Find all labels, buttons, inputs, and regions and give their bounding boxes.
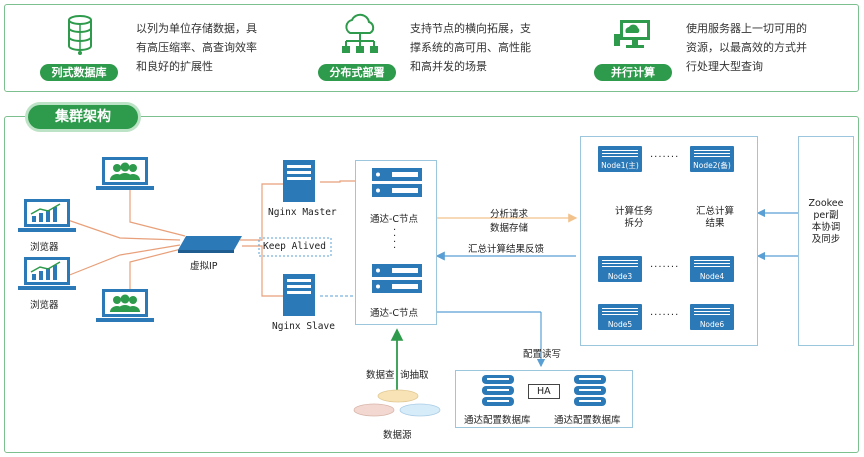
server-icon	[283, 160, 315, 202]
cluster-panel	[4, 116, 859, 453]
summary-line: 结果	[705, 218, 725, 229]
database-icon	[482, 375, 514, 406]
datasource-icon	[353, 389, 441, 417]
keep-alived-label: Keep Alived	[263, 241, 326, 252]
feature-desc-parallel: 使用服务器上一切可用的 资源，以最高效的方式并 行处理大型查询	[686, 19, 826, 76]
zookeeper-label: Zookee per副 本协调 及同步	[802, 198, 850, 246]
feature-label-columnar-db: 列式数据库	[40, 64, 118, 81]
vertical-dots: ····	[393, 225, 398, 254]
ha-label: HA	[528, 384, 560, 399]
config-rw-label: 配置读写	[523, 349, 562, 360]
task-split-label: 计算任务 拆分	[611, 206, 657, 230]
database-icon	[574, 375, 606, 406]
laptop-user-icon	[96, 157, 154, 190]
compute-node: Node3	[598, 256, 642, 282]
desc-line: 以列为单位存储数据，具	[136, 22, 257, 35]
desc-line: 行处理大型查询	[686, 60, 763, 73]
desc-line: 支持节点的横向拓展，支	[410, 22, 531, 35]
compute-node: Node5	[598, 304, 642, 330]
nginx-master-label: Nginx Master	[268, 207, 337, 218]
browser-chart-icon	[18, 199, 76, 232]
desc-line: 撑系统的高可用、高性能	[410, 41, 531, 54]
tongda-node-label-bottom: 通达-C节点	[370, 308, 419, 319]
task-split-line: 拆分	[624, 218, 644, 229]
server-icon	[283, 274, 315, 316]
browser-label-1: 浏览器	[30, 242, 59, 253]
desc-line: 和良好的扩展性	[136, 60, 213, 73]
desc-line: 使用服务器上一切可用的	[686, 22, 807, 35]
summary-line: 汇总计算	[695, 206, 734, 217]
laptop-user-icon	[96, 289, 154, 322]
browser-chart-icon	[18, 257, 76, 290]
virtual-ip-label: 虚拟IP	[190, 261, 218, 272]
zookeeper-line: per副	[813, 210, 839, 221]
nginx-slave-label: Nginx Slave	[272, 321, 335, 332]
compute-node: Node6	[690, 304, 734, 330]
zookeeper-line: 本协调	[811, 222, 841, 233]
task-split-line: 计算任务	[614, 206, 653, 217]
feature-label-distributed: 分布式部署	[318, 64, 396, 81]
analysis-request-label: 分析请求	[490, 209, 529, 220]
summary-label: 汇总计算 结果	[692, 206, 738, 230]
database-icon	[68, 15, 92, 55]
desc-line: 资源，以最高效的方式并	[686, 41, 807, 54]
zookeeper-line: 及同步	[811, 234, 841, 245]
rack-server-icon	[372, 264, 422, 293]
horizontal-dots: ·······	[650, 310, 680, 321]
feature-desc-columnar-db: 以列为单位存储数据，具 有高压缩率、高查询效率 和良好的扩展性	[136, 19, 276, 76]
cluster-title: 集群架构	[28, 105, 138, 129]
datasource-query-label-2: 询抽取	[400, 370, 429, 381]
horizontal-dots: ·······	[650, 262, 680, 273]
zookeeper-line: Zookee	[808, 198, 844, 209]
compute-node: Node4	[690, 256, 734, 282]
features-panel	[4, 4, 859, 92]
browser-label-2: 浏览器	[30, 300, 59, 311]
tongda-node-label-top: 通达-C节点	[370, 214, 419, 225]
desc-line: 和高并发的场景	[410, 60, 487, 73]
compute-node: Node1(主)	[598, 146, 642, 172]
cloud-network-icon	[342, 13, 378, 53]
parallel-compute-icon	[614, 20, 650, 48]
datasource-label: 数据源	[383, 430, 412, 441]
horizontal-dots: ·······	[650, 152, 680, 163]
data-storage-label: 数据存储	[490, 223, 529, 234]
router-icon	[178, 236, 242, 253]
desc-line: 有高压缩率、高查询效率	[136, 41, 257, 54]
feature-desc-distributed: 支持节点的横向拓展，支 撑系统的高可用、高性能 和高并发的场景	[410, 19, 550, 76]
feature-label-parallel: 并行计算	[594, 64, 672, 81]
zookeeper-panel	[798, 136, 854, 346]
config-db-label-1: 通达配置数据库	[464, 415, 531, 426]
rack-server-icon	[372, 168, 422, 197]
feedback-label: 汇总计算结果反馈	[468, 244, 545, 255]
compute-node: Node2(备)	[690, 146, 734, 172]
datasource-query-label-1: 数据查	[366, 370, 395, 381]
config-db-label-2: 通达配置数据库	[554, 415, 621, 426]
